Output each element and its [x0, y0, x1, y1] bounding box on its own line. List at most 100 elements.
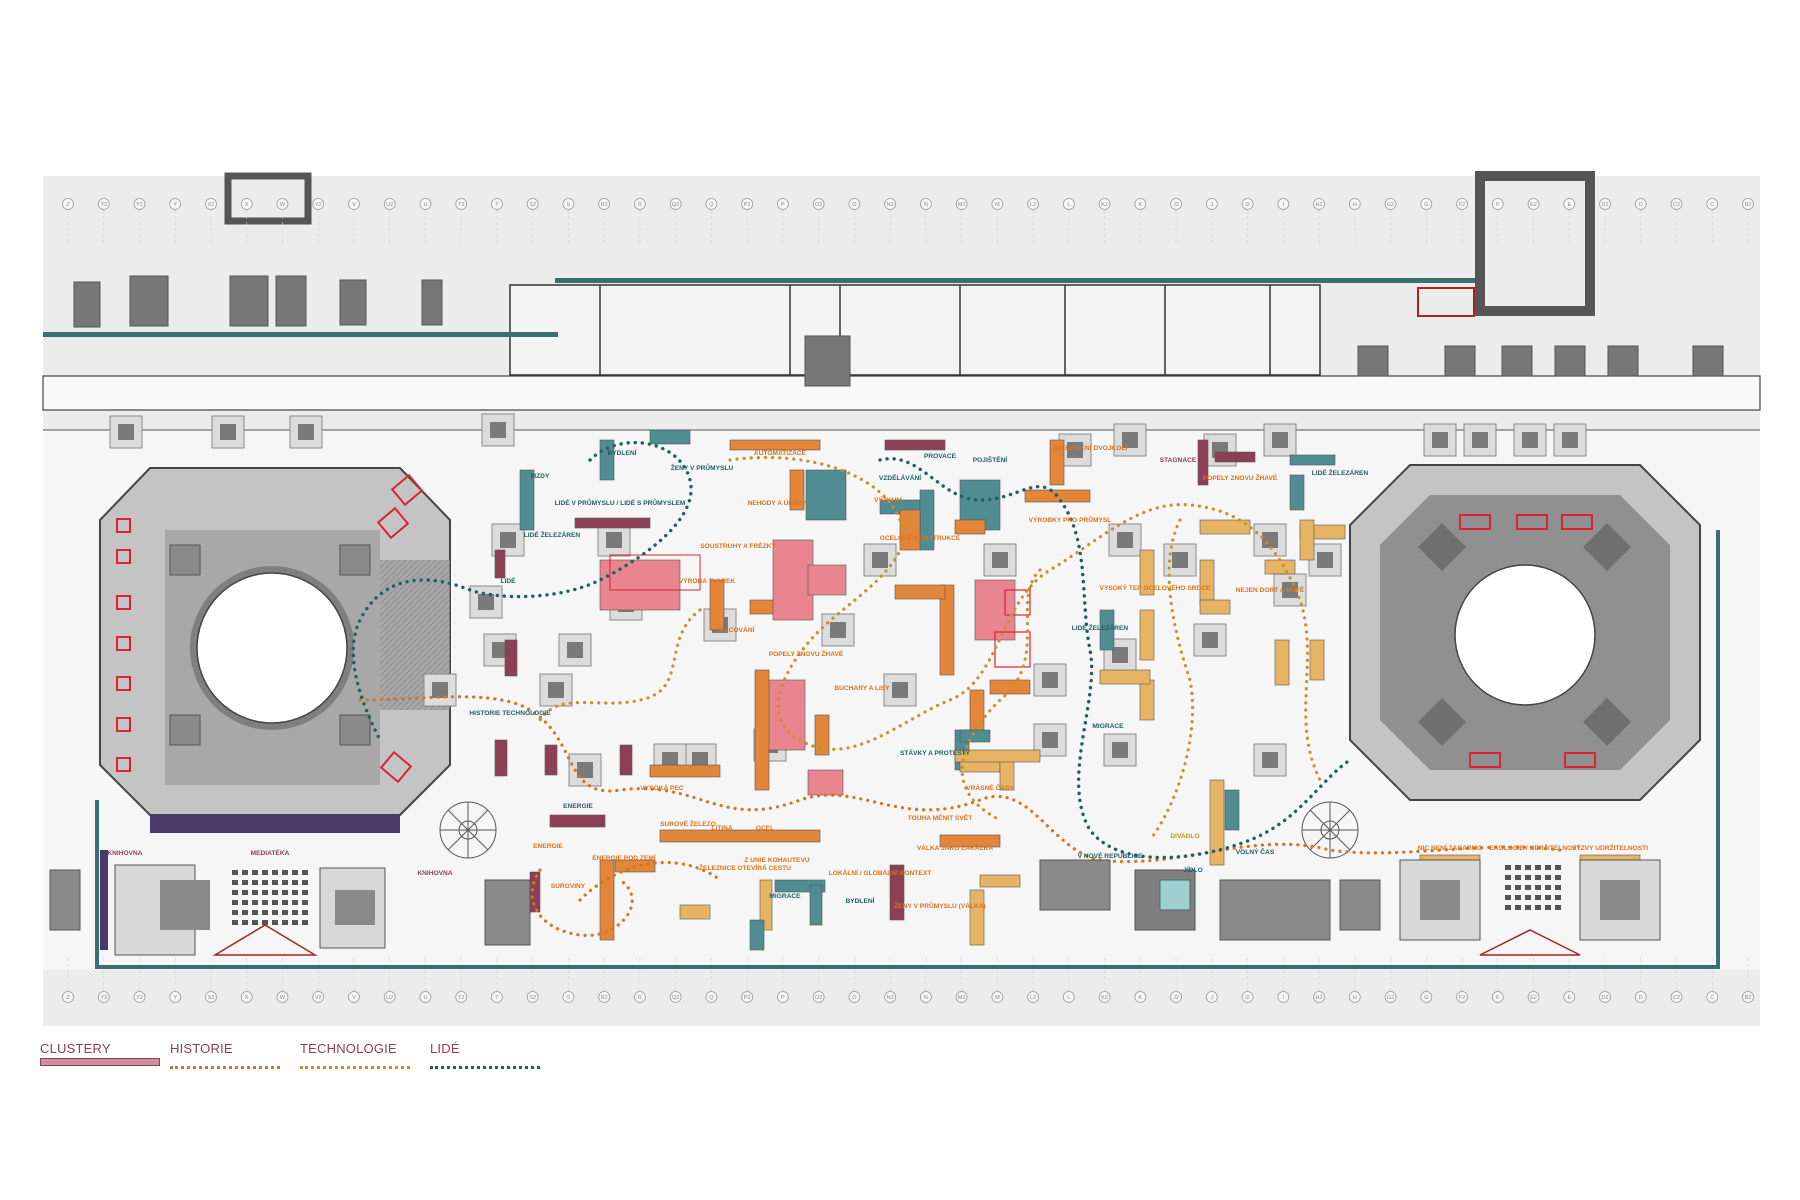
seat [1535, 885, 1541, 890]
label-z-unie: Z UNIE KOHAUTEVU [744, 857, 809, 864]
grid-axis-label: R2 [601, 995, 608, 1001]
label-bydleni-2: BYDLENÍ [846, 896, 875, 905]
seat [272, 890, 278, 895]
grid-axis-label: F2 [1459, 995, 1465, 1001]
grid-bubble [205, 991, 217, 1003]
column-pad [1113, 423, 1147, 457]
exhibit-panel-teal [805, 469, 847, 521]
seat [1515, 895, 1521, 900]
seat [262, 920, 268, 925]
exhibit-panel-clustery [889, 864, 905, 921]
grid-bubble [669, 198, 682, 210]
seat [292, 900, 298, 905]
label-soustruhy: SOUSTRUHY A FRÉZKY [700, 541, 776, 550]
grid-bubble [1742, 991, 1754, 1003]
exhibit-panel-clustery [1214, 451, 1256, 463]
exhibit-panel-teal [1289, 454, 1336, 466]
seat [1525, 895, 1531, 900]
exhibit-panel-yellow [954, 749, 1041, 763]
exhibit-panel-yellow [1139, 549, 1155, 596]
seat [252, 920, 258, 925]
exhibit-panel-clustery [619, 744, 633, 776]
grid-axis-label: Y3 [100, 202, 107, 208]
label-vrasne-casy: VRÁSNÉ ČASY [966, 783, 1014, 792]
grid-bubble [955, 991, 968, 1003]
legend-label-lide: LIDÉ [430, 1041, 460, 1056]
grid-bubble [1241, 991, 1254, 1003]
grid-bubble [348, 991, 360, 1003]
label-migrace: MIGRACE [769, 893, 801, 900]
grid-bubble [1527, 991, 1540, 1003]
exhibit-panel-clustery [494, 739, 508, 777]
exhibit-panel-yellow [1209, 779, 1225, 866]
seat [1525, 875, 1531, 880]
exhibit-panel-orange [954, 519, 986, 535]
seat [1555, 875, 1561, 880]
grid-axis-label: Q2 [672, 995, 679, 1001]
grid-axis-label: E [1567, 995, 1571, 1001]
label-lide-v-prumyslu: LIDÉ V PRŮMYSLU / LIDÉ S PRŮMYSLEM [555, 497, 686, 507]
grid-axis-label: M [995, 202, 1000, 208]
column [1472, 432, 1488, 448]
grid-axis-label: Y [173, 995, 177, 1001]
label-lide-zelezaren-3: LIDÉ ŽELEZÁREN [1072, 623, 1129, 632]
grid-axis-label: P [781, 995, 785, 1001]
seat [1525, 905, 1531, 910]
label-touha: TOUHA MĚNIT SVĚT [908, 813, 972, 822]
grid-bubble [133, 198, 146, 210]
grid-bubble [776, 198, 789, 210]
grid-axis-label: N [924, 995, 928, 1001]
seat [232, 870, 238, 875]
exhibit-panel-yellow [1274, 639, 1290, 686]
label-stagnace: STAGNACE [1160, 457, 1197, 464]
column [892, 682, 908, 698]
grid-bubble [1420, 991, 1433, 1003]
column [478, 594, 494, 610]
grid-bubble [1134, 198, 1147, 210]
column [1112, 742, 1128, 758]
exhibit-panel-teal [1099, 609, 1115, 651]
column [1317, 552, 1333, 568]
exhibit-panel-yellow [759, 879, 773, 931]
grid-axis-label: C [1710, 202, 1714, 208]
column [1122, 432, 1138, 448]
seat [272, 880, 278, 885]
grid-axis-label: E2 [1530, 202, 1537, 208]
column [1042, 732, 1058, 748]
left-red-seats [116, 473, 424, 784]
north-columns [73, 275, 1724, 387]
grid-bubble [1098, 991, 1111, 1003]
label-zeny-v-prumyslu-2: ŽENY V PRŮMYSLU (VÁLKA) [894, 900, 985, 910]
grid-axis-label: G [1424, 995, 1428, 1001]
exhibit-panel-orange [599, 859, 615, 941]
seat [1505, 905, 1511, 910]
exhibit-panel-clustery [1197, 439, 1209, 486]
grid-bubble [97, 198, 110, 210]
exhibit-panel-teal [809, 884, 823, 926]
seat [302, 920, 308, 925]
exhibit-panel-orange [939, 584, 955, 676]
column [432, 682, 448, 698]
grid-bubble [776, 991, 789, 1003]
column-pad [883, 673, 917, 707]
exhibit-panel-clustery [574, 517, 651, 529]
grid-axis-label: O2 [815, 995, 822, 1001]
label-divadlo: DIVADLO [1170, 833, 1199, 840]
grid-axis-label: J2 [1173, 202, 1179, 208]
grid-axis-label: I2 [1245, 995, 1250, 1001]
column [830, 622, 846, 638]
grid-bubble [419, 198, 432, 210]
exhibit-panel-pink [772, 539, 814, 621]
grid-bubble [526, 991, 539, 1003]
exhibit-panel-orange [989, 679, 1031, 695]
grid-bubble [741, 991, 754, 1003]
grid-bubble [1706, 991, 1719, 1003]
label-ekologie: EKOLOGIE / UDRŽITELNOST [1489, 843, 1580, 852]
column [692, 752, 708, 768]
seat [1545, 875, 1551, 880]
grid-axis-label: B2 [1745, 995, 1752, 1001]
grid-axis-label: H [1353, 995, 1357, 1001]
seat [282, 910, 288, 915]
seat [292, 880, 298, 885]
